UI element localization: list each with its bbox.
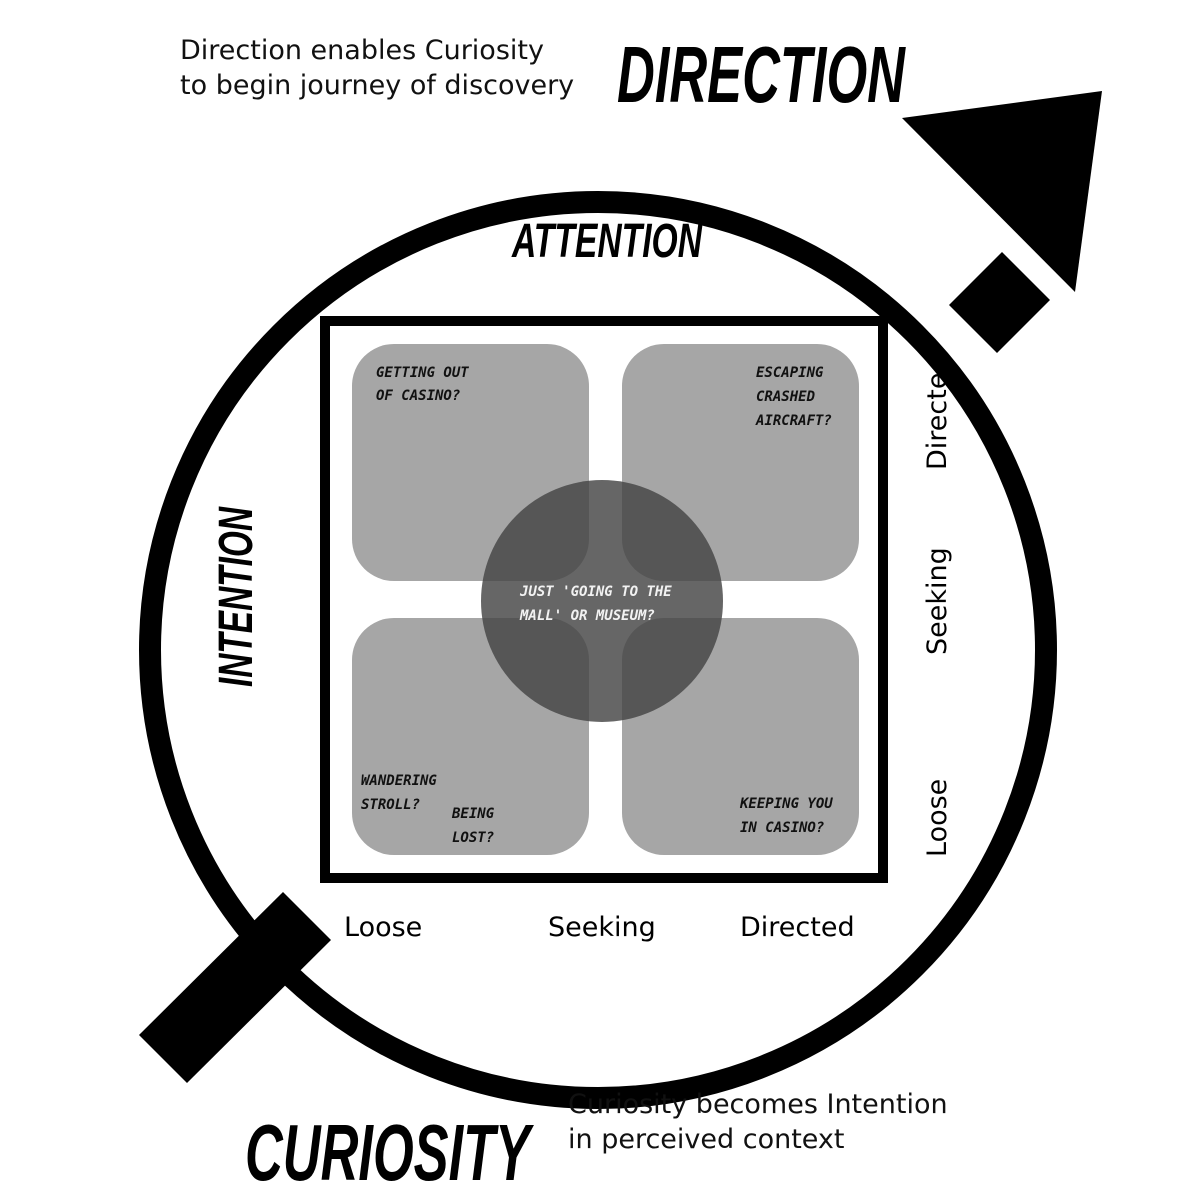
note-bottom-left-b-line2: LOST? <box>452 830 494 846</box>
intention-label: INTENTION <box>210 506 263 687</box>
note-bottom-right-line2: IN CASINO? <box>740 820 824 836</box>
svg-text:BEING LOST?: BEING LOST? <box>451 806 503 846</box>
attention-label: ATTENTION <box>511 215 703 268</box>
svg-text:JUST 'GOING TO THE MALL' O: JUST 'GOING TO THE MALL' OR MUSEUM? <box>519 584 680 624</box>
note-center-line1: JUST 'GOING TO THE <box>519 584 672 600</box>
svg-text:ESCAPING CRASHED AIRCR: ESCAPING CRASHED AIRCRAFT? <box>755 365 832 429</box>
curiosity-caption-line1: Curiosity becomes Intention <box>568 1089 948 1120</box>
svg-text:Curiosity becomes Intention: Curiosity becomes Intention in perceived… <box>568 1089 956 1155</box>
direction-caption-line2: to begin journey of discovery <box>180 70 574 101</box>
note-top-left-line2: OF CASINO? <box>376 388 460 404</box>
note-top-right-line3: AIRCRAFT? <box>755 413 832 429</box>
y-axis-directed: Directed <box>922 355 953 470</box>
y-axis-loose: Loose <box>922 779 953 857</box>
y-axis-seeking: Seeking <box>922 547 953 655</box>
curiosity-label: CURIOSITY <box>245 1108 534 1197</box>
note-top-right-line2: CRASHED <box>756 389 815 405</box>
note-bottom-left-a-line2: STROLL? <box>361 797 420 813</box>
direction-caption-line1: Direction enables Curiosity <box>180 35 544 66</box>
note-bottom-left-a-line1: WANDERING <box>361 773 437 789</box>
svg-text:WANDERING STROLL?: WANDERING STROLL? <box>361 773 445 813</box>
direction-label: DIRECTION <box>617 30 906 119</box>
arrow-shaft-upper <box>949 252 1050 353</box>
note-top-left-line1: GETTING OUT <box>376 365 469 381</box>
note-bottom-left-b-line1: BEING <box>451 806 495 822</box>
arrow-head-icon <box>902 91 1102 292</box>
outer-circle <box>139 191 1057 1109</box>
arrow-shaft <box>139 892 331 1083</box>
note-top-right-line1: ESCAPING <box>756 365 824 381</box>
svg-text:Direction enables Curiosity: Direction enables Curiosity to begin jou… <box>180 35 574 101</box>
center-circle <box>481 480 723 722</box>
svg-text:GETTING OUT OF CASINO?: GETTING OUT OF CASINO? <box>376 365 477 404</box>
x-axis-loose: Loose <box>344 912 422 943</box>
svg-text:KEEPING YOU IN CASINO?: KEEPING YOU IN CASINO? <box>739 796 841 836</box>
curiosity-caption-line2: in perceived context <box>568 1124 845 1155</box>
note-center-line2: MALL' OR MUSEUM? <box>519 608 655 624</box>
x-axis-seeking: Seeking <box>548 912 656 943</box>
note-bottom-right-line1: KEEPING YOU <box>739 796 833 812</box>
x-axis-directed: Directed <box>740 912 855 943</box>
